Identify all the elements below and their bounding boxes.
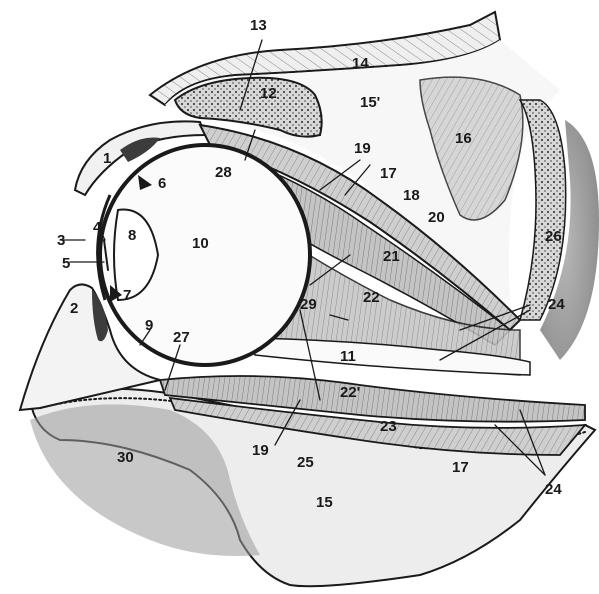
label-15-prime: 15': [360, 94, 380, 111]
label-19-upper: 19: [354, 140, 371, 157]
label-19-lower: 19: [252, 442, 269, 459]
label-2: 2: [70, 300, 78, 317]
label-7: 7: [123, 287, 131, 304]
label-29: 29: [300, 296, 317, 313]
label-14: 14: [352, 55, 369, 72]
label-21: 21: [383, 248, 400, 265]
label-12: 12: [260, 85, 277, 102]
label-26: 26: [545, 228, 562, 245]
label-28: 28: [215, 164, 232, 181]
label-4: 4: [93, 219, 102, 236]
label-22: 22: [363, 289, 380, 306]
label-5: 5: [62, 255, 70, 272]
label-9: 9: [145, 317, 153, 334]
label-27: 27: [173, 329, 190, 346]
label-3: 3: [57, 232, 65, 249]
label-8: 8: [128, 227, 136, 244]
label-25: 25: [297, 454, 314, 471]
label-30: 30: [117, 449, 134, 466]
label-15: 15: [316, 494, 333, 511]
label-24-lower: 24: [545, 481, 562, 498]
label-23: 23: [380, 418, 397, 435]
label-6: 6: [158, 175, 166, 192]
label-18: 18: [403, 187, 420, 204]
label-11: 11: [340, 348, 356, 365]
label-13: 13: [250, 17, 267, 34]
label-10: 10: [192, 235, 209, 252]
label-20: 20: [428, 209, 445, 226]
label-22-prime: 22': [340, 384, 360, 401]
label-17-upper: 17: [380, 165, 397, 182]
label-17-lower: 17: [452, 459, 469, 476]
label-1: 1: [103, 150, 111, 167]
label-16: 16: [455, 130, 472, 147]
label-24-upper: 24: [548, 296, 565, 313]
